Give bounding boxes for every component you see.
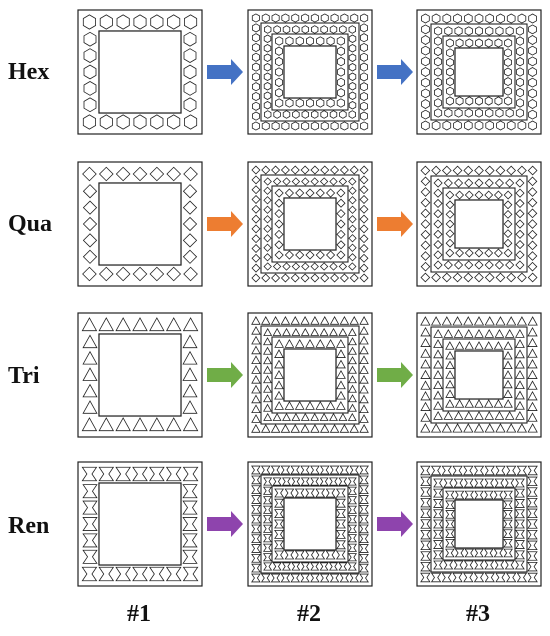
right-arrow-icon — [207, 59, 243, 85]
lattice-qua-2 — [247, 161, 373, 287]
row-label-qua: Qua — [8, 211, 53, 237]
row-label-ren: Ren — [8, 513, 50, 539]
lattice-ren-3 — [416, 461, 542, 587]
right-arrow-icon — [377, 362, 413, 388]
row-label-hex: Hex — [8, 59, 50, 85]
col-label-2: #2 — [297, 601, 321, 627]
lattice-ren-2 — [247, 461, 373, 587]
right-arrow-icon — [377, 511, 413, 537]
right-arrow-icon — [207, 211, 243, 237]
right-arrow-icon — [377, 211, 413, 237]
lattice-qua-1 — [77, 161, 203, 287]
lattice-tri-3 — [416, 312, 542, 438]
row-label-tri: Tri — [8, 363, 40, 389]
right-arrow-icon — [207, 362, 243, 388]
lattice-hex-1 — [77, 9, 203, 135]
lattice-hex-3 — [416, 9, 542, 135]
lattice-ren-1 — [77, 461, 203, 587]
lattice-tri-1 — [77, 312, 203, 438]
col-label-1: #1 — [127, 601, 151, 627]
right-arrow-icon — [377, 59, 413, 85]
right-arrow-icon — [207, 511, 243, 537]
col-label-3: #3 — [466, 601, 490, 627]
lattice-tri-2 — [247, 312, 373, 438]
lattice-hex-2 — [247, 9, 373, 135]
lattice-qua-3 — [416, 161, 542, 287]
